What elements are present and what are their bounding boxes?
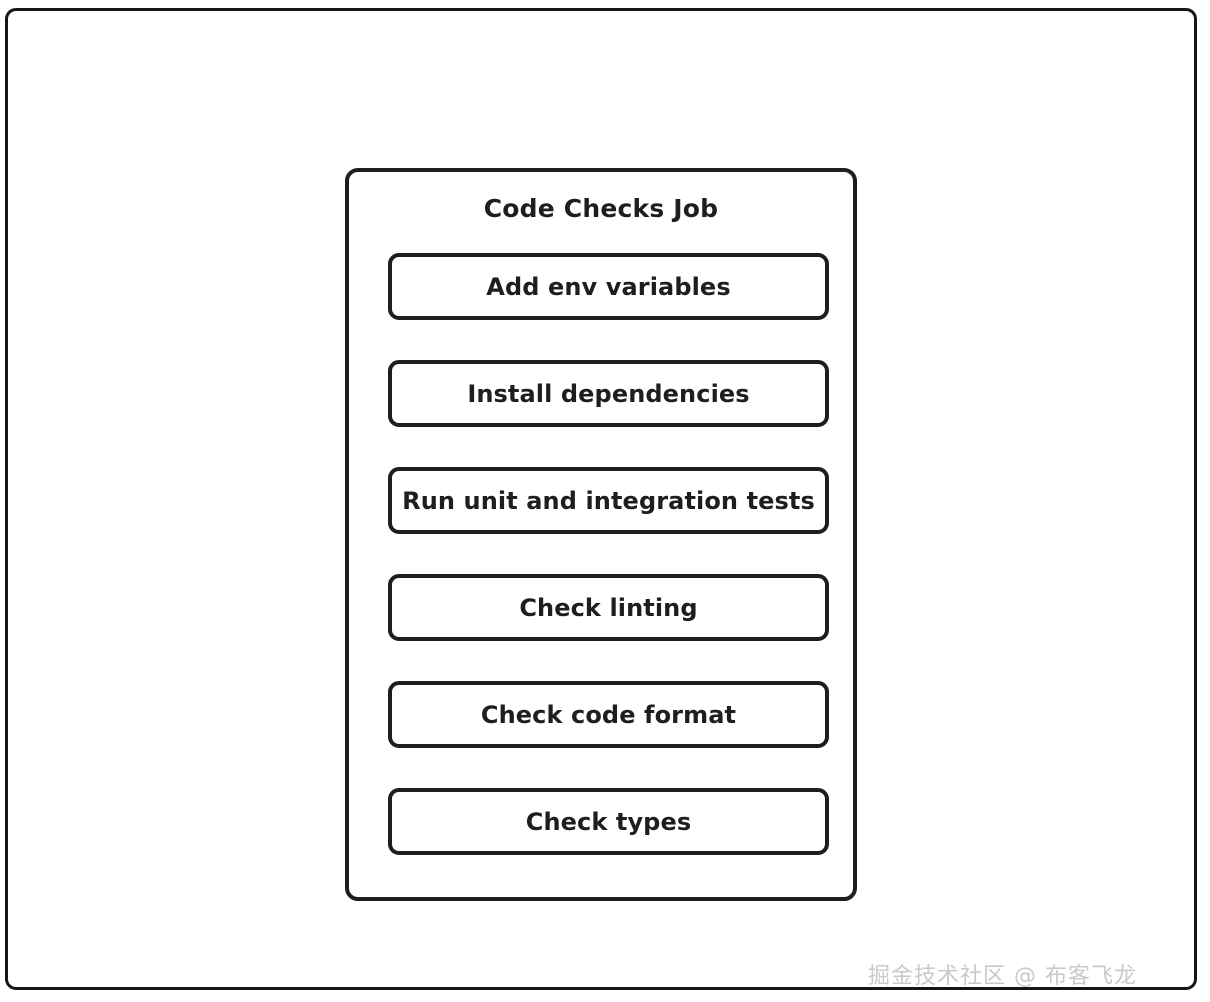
step-box-run-unit-and-integration-tests[interactable]: Run unit and integration tests [388,467,829,534]
step-list: Add env variables Install dependencies R… [388,253,829,855]
step-box-check-code-format[interactable]: Check code format [388,681,829,748]
step-box-check-linting[interactable]: Check linting [388,574,829,641]
canvas-frame: Code Checks Job Add env variables Instal… [5,8,1197,990]
step-label: Check linting [519,593,698,622]
step-box-add-env-variables[interactable]: Add env variables [388,253,829,320]
step-label: Add env variables [486,272,731,301]
step-label: Check types [525,807,692,836]
step-box-check-types[interactable]: Check types [388,788,829,855]
job-title: Code Checks Job [483,194,719,223]
watermark: 掘金技术社区 @ 布客飞龙 [868,964,1137,989]
step-label: Check code format [480,700,737,729]
code-checks-job-container: Code Checks Job Add env variables Instal… [345,168,857,901]
step-label: Run unit and integration tests [402,486,815,515]
step-box-install-dependencies[interactable]: Install dependencies [388,360,829,427]
step-label: Install dependencies [467,379,750,408]
